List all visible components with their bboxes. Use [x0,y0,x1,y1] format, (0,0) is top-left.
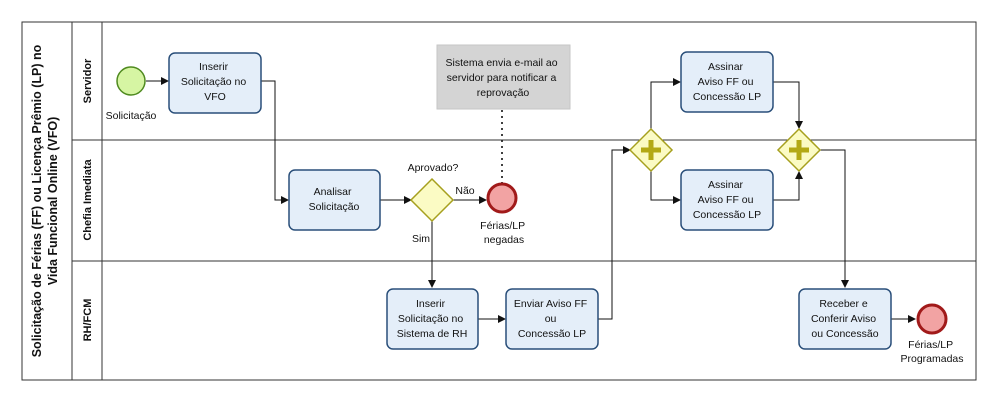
parallel-gateway-split[interactable] [628,127,674,173]
annotation-text: Sistema envia e-mail ao servidor para no… [446,57,561,99]
gateway-question-label: Aprovado? [408,162,459,174]
lane-label-chefia: Chefia Imediata [82,158,94,240]
annotation: Sistema envia e-mail ao servidor para no… [436,44,571,110]
sequence-flows [146,77,916,323]
task-box[interactable] [505,288,599,350]
gateway-yes-label: Sim [412,233,430,245]
task-analisar[interactable]: Analisar Solicitação [288,169,381,231]
annotation-box [436,44,571,110]
task-box[interactable] [168,52,262,114]
task-label: Assinar Aviso FF ou Concessão LP [693,179,761,221]
task-label: Inserir Solicitação no VFO [181,61,249,103]
task-label: Enviar Aviso FF ou Concessão LP [514,298,590,340]
task-assinar-servidor[interactable]: Assinar Aviso FF ou Concessão LP [680,51,774,113]
task-box[interactable] [798,288,892,350]
gateway-no-label: Não [455,185,474,197]
plus-icon [789,140,809,160]
flow-join-to-receber [820,149,849,288]
task-receber[interactable]: Receber e Conferir Aviso ou Concessão [798,288,892,350]
task-box[interactable] [386,288,479,350]
flow-inserir-to-analisar [261,80,289,204]
lane-label-rh: RH/FCM [82,299,94,342]
task-inserir-vfo[interactable]: Inserir Solicitação no VFO [168,52,262,114]
flow-assinar-chefia-to-join [773,171,803,201]
parallel-gateway-join[interactable] [776,127,822,173]
start-event-label: Solicitação [106,110,157,122]
end-event-circle[interactable] [916,303,948,335]
pool-title-line-2: Vida Funcional Online (VFO) [46,117,60,286]
start-event[interactable]: Solicitação [106,66,157,122]
end-event-circle[interactable] [486,182,518,214]
end-event-negadas-label: Férias/LP negadas [480,220,528,246]
lane-label-servidor: Servidor [82,58,94,103]
task-enviar-aviso[interactable]: Enviar Aviso FF ou Concessão LP [505,288,599,350]
plus-icon [641,140,661,160]
task-box[interactable] [288,169,381,231]
end-event-programadas[interactable]: Férias/LP Programadas [900,303,964,365]
task-inserir-rh[interactable]: Inserir Solicitação no Sistema de RH [386,288,479,350]
start-event-circle[interactable] [116,66,146,96]
flow-split-to-assinar-chefia [650,171,681,204]
flow-enviar-to-split [598,146,631,320]
task-label: Inserir Solicitação no Sistema de RH [397,298,468,340]
flow-split-to-assinar-servidor [650,78,681,129]
task-box[interactable] [680,169,774,231]
end-event-programadas-label: Férias/LP Programadas [900,339,963,365]
task-box[interactable] [680,51,774,113]
pool-title-line-1: Solicitação de Férias (FF) ou Licença Pr… [30,44,44,357]
flow-assinar-servidor-to-join [773,81,803,129]
exclusive-gateway[interactable]: Aprovado? Não Sim [408,162,475,245]
task-label: Receber e Conferir Aviso ou Concessão [811,298,879,340]
gateway-diamond[interactable] [409,177,455,223]
task-label: Analisar Solicitação [309,186,360,213]
task-assinar-chefia[interactable]: Assinar Aviso FF ou Concessão LP [680,169,774,231]
task-label: Assinar Aviso FF ou Concessão LP [693,61,761,103]
end-event-negadas[interactable]: Férias/LP negadas [480,182,528,246]
